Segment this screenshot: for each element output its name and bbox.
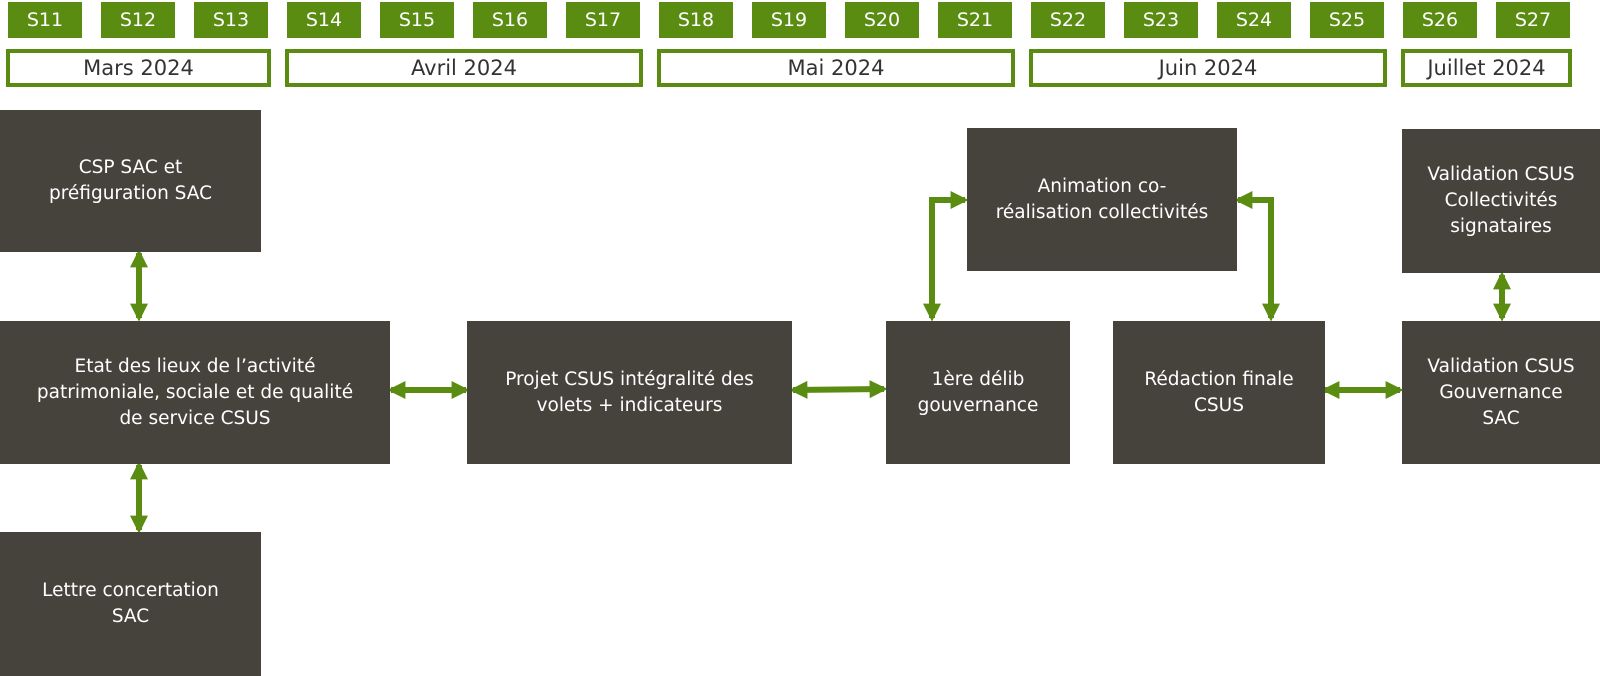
week-s26: S26 [1403,2,1477,38]
week-s13: S13 [194,2,268,38]
box-redaction-finale: Rédaction finale CSUS [1113,321,1325,464]
box-lettre-concertation: Lettre concertation SAC [0,532,261,676]
week-s12: S12 [101,2,175,38]
arrow-delib-animation [923,191,969,322]
week-s21: S21 [938,2,1012,38]
week-s25: S25 [1310,2,1384,38]
box-validation-collectivites: Validation CSUS Collectivités signataire… [1402,129,1600,273]
box-etat-des-lieux: Etat des lieux de l’activité patrimonial… [0,321,390,464]
box-projet-csus: Projet CSUS intégralité des volets + ind… [467,321,792,464]
week-s19: S19 [752,2,826,38]
arrow-animation-redaction [1234,191,1280,322]
week-s18: S18 [659,2,733,38]
box-animation: Animation co- réalisation collectivités [967,128,1237,271]
month-mars: Mars 2024 [6,49,271,87]
week-s20: S20 [845,2,919,38]
month-juillet: Juillet 2024 [1401,49,1572,87]
week-s11: S11 [8,2,82,38]
month-mai: Mai 2024 [657,49,1015,87]
week-s24: S24 [1217,2,1291,38]
week-s15: S15 [380,2,454,38]
box-csp-sac: CSP SAC et préfiguration SAC [0,110,261,252]
week-s17: S17 [566,2,640,38]
box-validation-gouvernance: Validation CSUS Gouvernance SAC [1402,321,1600,464]
month-avril: Avril 2024 [285,49,643,87]
box-premiere-delib: 1ère délib gouvernance [886,321,1070,464]
week-s27: S27 [1496,2,1570,38]
month-juin: Juin 2024 [1029,49,1387,87]
week-s16: S16 [473,2,547,38]
week-s23: S23 [1124,2,1198,38]
week-s14: S14 [287,2,361,38]
week-s22: S22 [1031,2,1105,38]
arrow-projet-delib [789,380,888,399]
